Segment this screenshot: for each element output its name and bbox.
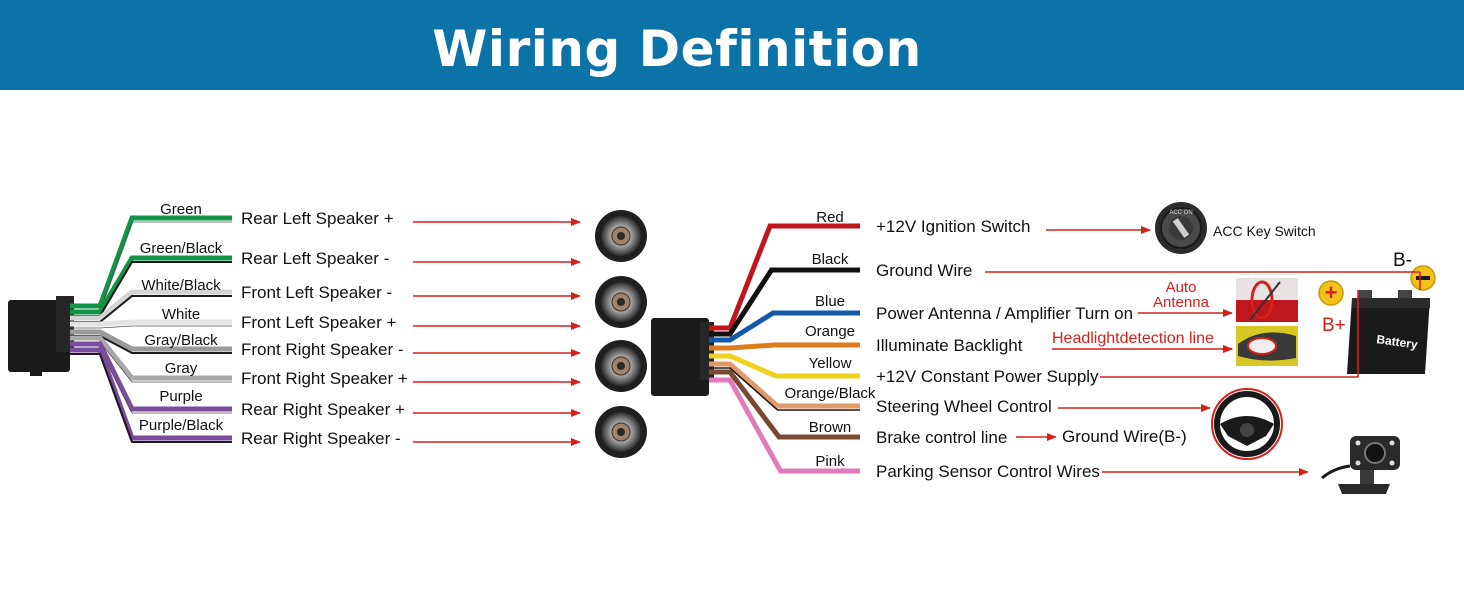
- speaker-icon: [595, 340, 647, 392]
- left-harness-wires: [70, 215, 232, 443]
- speaker-icon: [595, 406, 647, 458]
- battery-positive-terminal: +: [1318, 280, 1344, 306]
- wire-gray: [70, 335, 232, 381]
- wire-function-label: Steering Wheel Control: [876, 397, 1052, 416]
- wire-stripe: [709, 367, 860, 411]
- speaker-icon: [595, 210, 647, 262]
- wire-function-label: +12V Constant Power Supply: [876, 367, 1099, 386]
- left-harness-connector: [8, 296, 74, 376]
- svg-text:+: +: [1325, 280, 1338, 305]
- svg-text:ACC ON: ACC ON: [1169, 210, 1192, 216]
- wire-white: [70, 319, 232, 327]
- wire-function-label: Ground Wire: [876, 261, 972, 280]
- wire-orange: [709, 342, 860, 351]
- headlight-icon: [1236, 326, 1298, 366]
- wire-black: [709, 267, 860, 337]
- battery-label: Battery: [1376, 332, 1419, 352]
- wire-green: [70, 215, 232, 309]
- wire-yellow: [709, 353, 860, 379]
- wire-color-label: Black: [812, 251, 849, 268]
- wire-color-label: White: [162, 306, 200, 323]
- wire-function-label: Front Left Speaker +: [241, 313, 397, 332]
- wire-function-label: Brake control line: [876, 428, 1007, 447]
- ground-wire-b-minus-label: Ground Wire(B-): [1062, 427, 1187, 446]
- wire-function-label: Power Antenna / Amplifier Turn on: [876, 304, 1133, 323]
- auto-antenna-line1: Auto: [1166, 279, 1197, 296]
- right-harness-wires: [709, 223, 860, 474]
- wire-purple: [70, 341, 232, 412]
- wire-color-label: Orange/Black: [785, 385, 876, 402]
- wire-color-label: Purple/Black: [139, 417, 224, 434]
- wire-white-black: [70, 289, 232, 321]
- wire-blue: [709, 310, 860, 343]
- wire-purple-black: [70, 347, 232, 441]
- wire-function-label: Rear Right Speaker -: [241, 429, 401, 448]
- wire-red: [709, 223, 860, 331]
- wire-function-label: Illuminate Backlight: [876, 336, 1023, 355]
- acc-key-switch-icon: ACC ON: [1155, 202, 1207, 254]
- speaker-group: [595, 210, 647, 458]
- wire-function-label: Rear Left Speaker +: [241, 209, 394, 228]
- wire-color-label: Pink: [815, 453, 845, 470]
- wire-pink: [709, 377, 860, 474]
- wire-color-label: Gray/Black: [144, 332, 218, 349]
- wire-color-label: Green/Black: [140, 240, 223, 257]
- b-plus-label: B+: [1322, 315, 1346, 336]
- wire-color-label: Red: [816, 209, 844, 226]
- wire-color-label: Purple: [159, 388, 202, 405]
- left-harness-labels: Green Rear Left Speaker + Green/BlackRear …: [139, 201, 408, 448]
- wire-orange-black: [709, 361, 860, 409]
- wire-function-label: +12V Ignition Switch: [876, 217, 1031, 236]
- wire-color-label: Yellow: [809, 355, 852, 372]
- header-bar: Wiring Definition: [0, 0, 1464, 90]
- wire-color-label: Orange: [805, 323, 855, 340]
- battery-icon: [1347, 290, 1430, 374]
- wire-color-label: Green: [160, 201, 202, 218]
- page-title: Wiring Definition: [432, 20, 922, 78]
- wire-function-label: Front Left Speaker -: [241, 283, 392, 302]
- battery-negative-terminal: [1410, 265, 1436, 291]
- wire-gray-black: [70, 329, 232, 352]
- wire-color-label: Brown: [809, 419, 852, 436]
- right-harness-connector: [651, 318, 714, 396]
- b-minus-label: B-: [1393, 250, 1412, 271]
- steering-wheel-icon: [1211, 388, 1283, 460]
- auto-antenna-icon: [1236, 278, 1298, 322]
- wire-function-label: Rear Left Speaker -: [241, 249, 389, 268]
- wire-green-black: [70, 255, 232, 315]
- headlight-detection-label: Headlightdetection line: [1052, 330, 1214, 347]
- connection-lines: [985, 271, 1421, 378]
- arrow-group: [413, 218, 1309, 476]
- wire-function-label: Front Right Speaker +: [241, 369, 408, 388]
- wire-color-label: White/Black: [141, 277, 221, 294]
- acc-key-switch-label: ACC Key Switch: [1213, 223, 1316, 239]
- wire-function-label: Parking Sensor Control Wires: [876, 462, 1100, 481]
- wire-function-label: Front Right Speaker -: [241, 340, 404, 359]
- wire-brown: [709, 369, 860, 440]
- wire-function-label: Rear Right Speaker +: [241, 400, 405, 419]
- wire-edge: [70, 325, 232, 329]
- reverse-camera-icon: [1321, 436, 1400, 494]
- wire-color-label: Gray: [165, 360, 198, 377]
- speaker-icon: [595, 276, 647, 328]
- wire-stripe: [70, 353, 232, 443]
- auto-antenna-line2: Antenna: [1153, 294, 1210, 311]
- wire-color-label: Blue: [815, 293, 845, 310]
